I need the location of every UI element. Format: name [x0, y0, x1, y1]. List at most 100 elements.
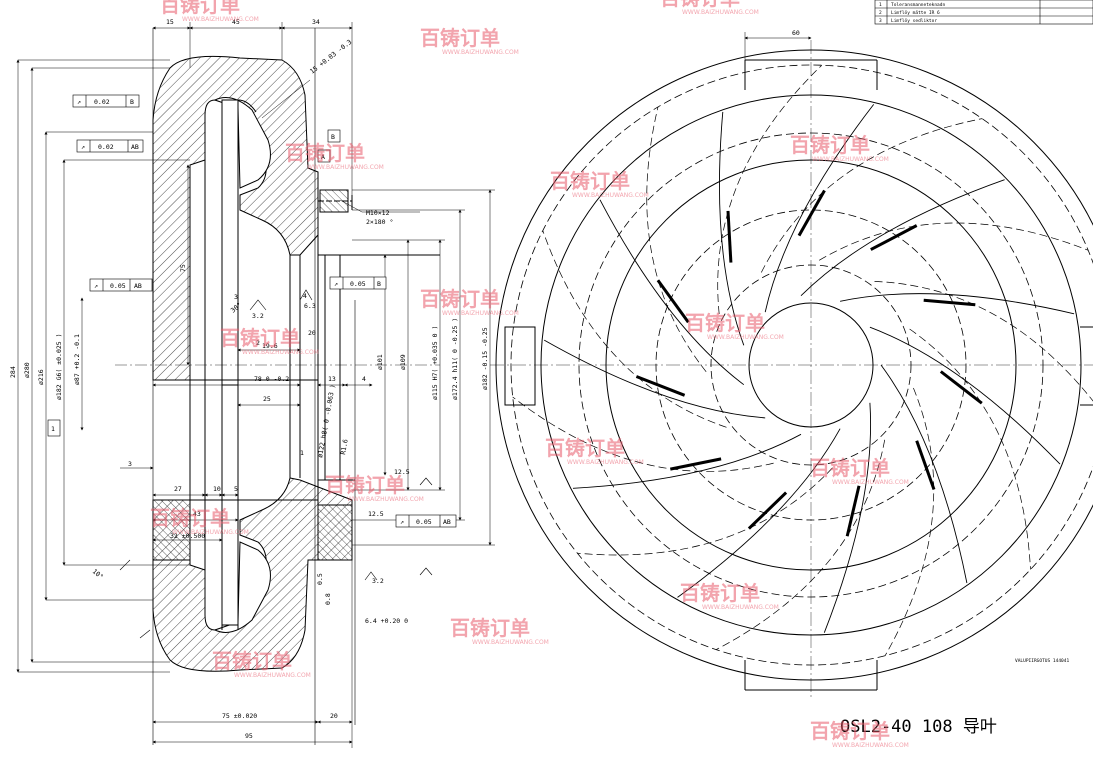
watermark-url: WWW.BAIZHUWANG.COM — [307, 164, 384, 171]
tolerance-frame-2 — [76, 139, 144, 153]
vane-hidden-curve — [874, 281, 1093, 402]
tol-4-val: 0.05 — [350, 280, 366, 288]
dim-75v: 75 — [179, 264, 187, 272]
dim-27: 27 — [174, 485, 182, 493]
vane-hidden-curve — [646, 106, 707, 373]
tb-t-3: Limflöy sedliktor — [891, 18, 937, 24]
title-block-texts: 1 Toleransmanneteknadn 2 Limflöy mätte I… — [879, 2, 945, 24]
watermark-text: 百铸订单 — [212, 649, 292, 673]
watermark-url: WWW.BAIZHUWANG.COM — [347, 496, 424, 503]
watermark-text: 百铸订单 — [150, 506, 230, 530]
vane-slot — [923, 298, 976, 307]
dim-87: ø87 +0.2 -0.1 — [73, 334, 81, 385]
watermark-text: 百铸订单 — [660, 0, 740, 10]
rough-6-3: 6.3 — [304, 302, 316, 310]
watermark-url: WWW.BAIZHUWANG.COM — [182, 16, 259, 23]
watermark-url: WWW.BAIZHUWANG.COM — [234, 672, 311, 679]
tol-4-sym: ↗ — [334, 280, 338, 288]
vane-curve — [677, 428, 841, 598]
dim-43: 43 — [193, 510, 201, 518]
dim-15: 15 — [166, 18, 174, 26]
watermark-text: 百铸订单 — [810, 719, 890, 743]
drawing-title: OSL2-40 108 导叶 — [840, 717, 997, 737]
watermark-url: WWW.BAIZHUWANG.COM — [682, 9, 759, 16]
watermark-text: 百铸订单 — [420, 287, 500, 311]
dim-280: ø280 — [23, 362, 31, 378]
vane-curve — [543, 339, 766, 419]
watermark-url: WWW.BAIZHUWANG.COM — [472, 639, 549, 646]
dim-45: 45 — [232, 18, 240, 26]
vane-curve — [823, 402, 872, 633]
dim-101: ø101 — [376, 354, 384, 370]
watermark-url: WWW.BAIZHUWANG.COM — [442, 310, 519, 317]
vane-hidden-curve — [542, 230, 727, 428]
label-a: A — [321, 153, 325, 161]
tolerance-frame-5 — [395, 514, 457, 528]
dim-115: ø115 H7( +0.035 0 ) — [431, 326, 439, 400]
tol-5-val: 0.05 — [416, 518, 432, 526]
vane-curve — [599, 199, 745, 386]
tolerance-frame-3 — [89, 278, 153, 292]
guide-vanes — [512, 64, 1093, 656]
dim-182b: ø182 -0.15 -0.25 — [481, 327, 489, 390]
vane-slot — [870, 224, 918, 251]
vane-slot — [747, 491, 788, 530]
label-b: B — [331, 133, 335, 141]
watermarks: 百铸订单WWW.BAIZHUWANG.COM百铸订单WWW.BAIZHUWANG… — [150, 0, 909, 749]
vane-slot — [635, 375, 686, 397]
dim-r1: R1.6 — [339, 438, 350, 455]
tb-t-2: Limflöy mätte IR 6 — [891, 10, 940, 16]
vane-hidden-curve — [512, 396, 774, 472]
tb-n-3: 3 — [879, 18, 882, 24]
tol-2-val: 0.02 — [98, 143, 114, 151]
vane-slot — [845, 485, 861, 537]
vane-slot — [726, 210, 733, 263]
watermark-url: WWW.BAIZHUWANG.COM — [707, 334, 784, 341]
watermark-url: WWW.BAIZHUWANG.COM — [172, 529, 249, 536]
vane-hidden-curve — [577, 467, 833, 556]
vane-curve — [764, 104, 875, 313]
vane-slot — [939, 370, 983, 405]
dim-109: ø109 — [399, 354, 407, 370]
label-20: 20 — [308, 329, 316, 337]
roughness-marks — [119, 289, 433, 639]
vane-hidden-curve — [760, 118, 983, 273]
tol-1-ref: B — [130, 98, 134, 106]
vane-curve — [840, 293, 1075, 315]
watermark-text: 百铸订单 — [685, 311, 765, 335]
title-block — [874, 0, 1093, 25]
vane-slot — [915, 440, 936, 491]
dim-thread: M10×12 — [366, 209, 390, 217]
tol-2-sym: ↗ — [81, 143, 85, 151]
reference-note: VALUPIIRGOTUS 144041 — [1015, 658, 1069, 664]
tol-4-ref: B — [377, 280, 381, 288]
dim-32: 32 ±0.500 — [170, 532, 205, 540]
label-3: 3 — [234, 293, 238, 301]
watermark-url: WWW.BAIZHUWANG.COM — [572, 192, 649, 199]
vane-slot — [670, 457, 722, 471]
dim-182: ø182 G6( ±0.025 ) — [55, 333, 63, 400]
tol-3-ref: AB — [134, 282, 142, 290]
dim-75b: 75 ±0.020 — [222, 712, 257, 720]
tol-1-sym: ↗ — [77, 98, 81, 106]
dim-172: ø172.4 h11( 0 -0.25 ) — [451, 318, 459, 400]
label-1x: 1 — [300, 449, 304, 457]
dim-12-5: 12.5 — [394, 468, 410, 476]
watermark-url: WWW.BAIZHUWANG.COM — [242, 349, 319, 356]
watermark-url: WWW.BAIZHUWANG.COM — [832, 479, 909, 486]
datum-a-box — [317, 149, 331, 163]
label-4: 4 — [303, 292, 307, 300]
vane-hidden-curve — [717, 64, 823, 315]
tolerance-frames — [47, 94, 457, 528]
vane-curve — [719, 111, 745, 346]
vane-curve — [880, 364, 968, 584]
dim-60: 60 — [792, 29, 800, 37]
tol-3-val: 0.05 — [110, 282, 126, 290]
dim-4: 4 — [362, 375, 366, 383]
vane-curve — [572, 433, 802, 489]
dim-13: 13 — [328, 375, 336, 383]
watermark-text: 百铸订单 — [680, 581, 760, 605]
tolerance-frame-1 — [72, 94, 140, 108]
section-view — [115, 28, 440, 745]
